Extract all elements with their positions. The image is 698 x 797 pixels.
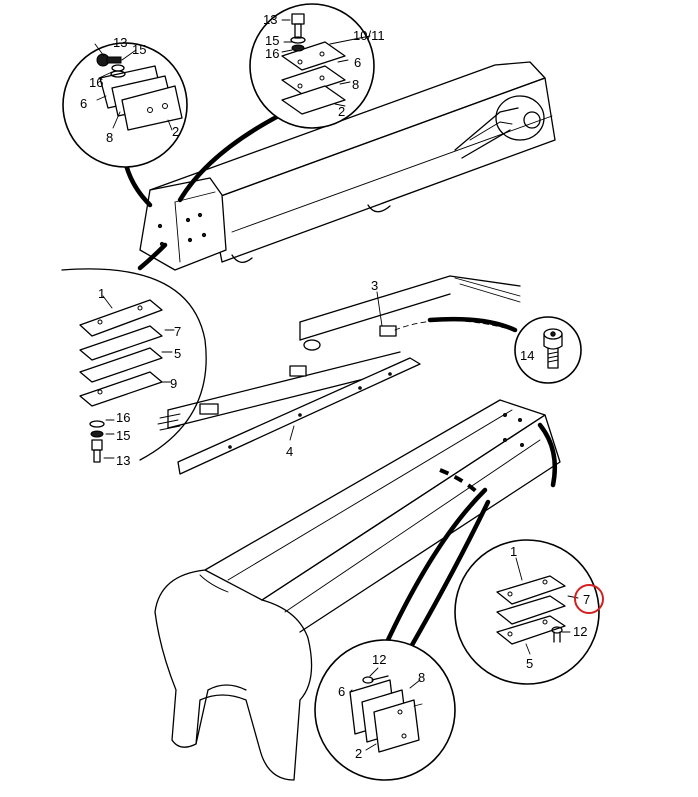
tc-label-2: 2 bbox=[338, 104, 345, 119]
ml-label-9: 9 bbox=[170, 376, 177, 391]
tc-label-16: 16 bbox=[265, 46, 279, 61]
ml-label-7: 7 bbox=[174, 324, 181, 339]
mid-label-3: 3 bbox=[371, 278, 378, 293]
tc-label-6: 6 bbox=[354, 55, 361, 70]
tl-label-8: 8 bbox=[106, 130, 113, 145]
br-label-1: 1 bbox=[510, 544, 517, 559]
tl-label-2: 2 bbox=[172, 124, 179, 139]
tc-label-13: 13 bbox=[263, 12, 277, 27]
detail-top-center: 13 15 16 10/11 6 8 2 bbox=[249, 3, 385, 129]
tl-label-6: 6 bbox=[80, 96, 87, 111]
highlight-callout-7 bbox=[574, 584, 604, 614]
middle-slide-assembly bbox=[157, 275, 521, 475]
bc-label-12: 12 bbox=[372, 652, 386, 667]
ml-label-1: 1 bbox=[98, 286, 105, 301]
detail-bottom-right: 1 7 12 5 bbox=[454, 539, 600, 685]
ml-label-16: 16 bbox=[116, 410, 130, 425]
mid-label-4: 4 bbox=[286, 444, 293, 459]
connector-lines bbox=[122, 107, 558, 648]
bc-label-2: 2 bbox=[355, 746, 362, 761]
detail-part-14: 14 bbox=[514, 316, 582, 384]
ml-label-15: 15 bbox=[116, 428, 130, 443]
detail-top-left: 13 15 16 6 8 2 bbox=[62, 35, 188, 168]
label-14: 14 bbox=[520, 348, 534, 363]
bc-label-8: 8 bbox=[418, 670, 425, 685]
tc-label-15: 15 bbox=[265, 33, 279, 48]
tc-label-10-11: 10/11 bbox=[353, 28, 385, 43]
br-label-7: 7 bbox=[583, 592, 590, 607]
tc-label-8: 8 bbox=[352, 77, 359, 92]
tl-label-16: 16 bbox=[89, 75, 103, 90]
ml-label-5: 5 bbox=[174, 346, 181, 361]
detail-bottom-center: 12 6 8 2 bbox=[314, 639, 456, 781]
br-label-5: 5 bbox=[526, 656, 533, 671]
tl-label-15: 15 bbox=[132, 42, 146, 57]
br-label-12: 12 bbox=[573, 624, 587, 639]
lower-boom-assembly bbox=[154, 399, 561, 781]
ml-label-13: 13 bbox=[116, 453, 130, 468]
middle-labels: 3 4 bbox=[286, 278, 383, 459]
bc-label-6: 6 bbox=[338, 684, 345, 699]
tl-label-13: 13 bbox=[113, 35, 127, 50]
detail-middle-left: 1 7 5 9 16 15 13 bbox=[61, 268, 207, 468]
